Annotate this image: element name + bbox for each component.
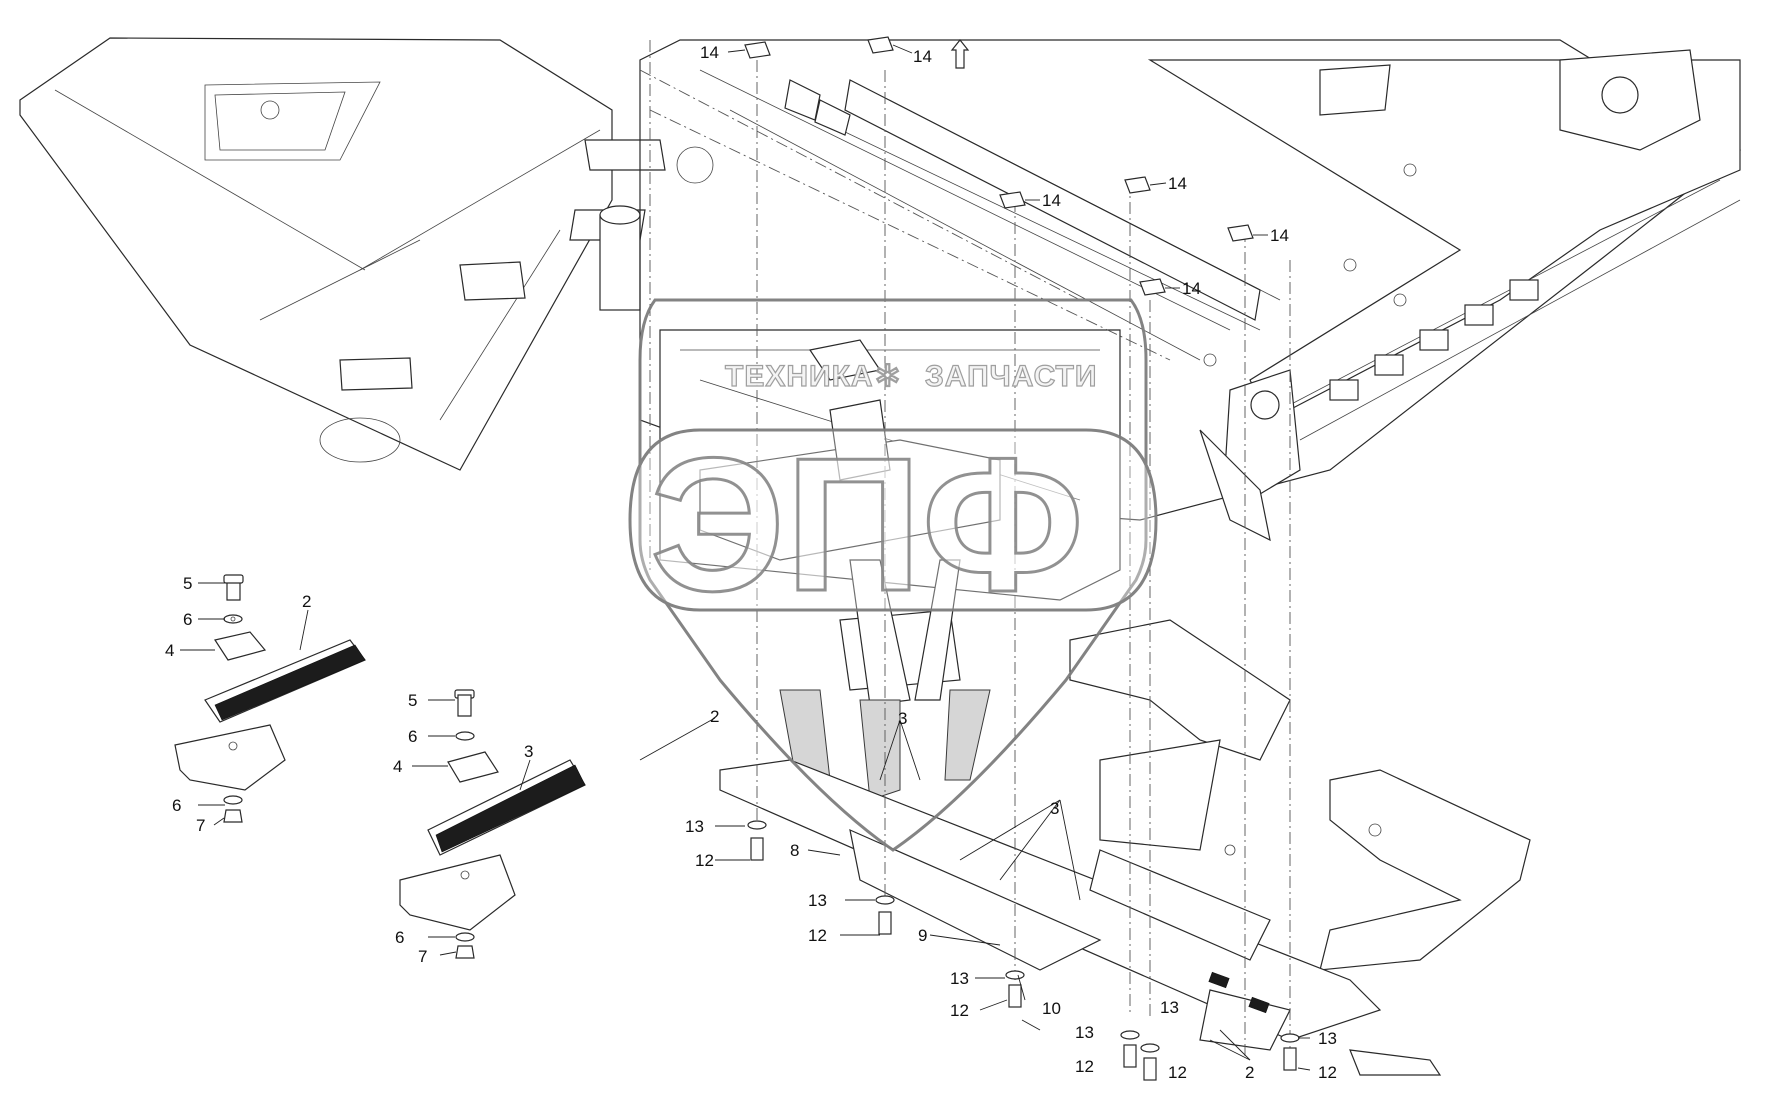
callout-3: 3 [524, 742, 533, 761]
callout-6: 6 [408, 727, 417, 746]
callout-8: 8 [790, 841, 799, 860]
alignment-lines [639, 40, 1291, 1070]
floor-plates [719, 619, 1531, 1076]
callout-12: 12 [695, 851, 714, 870]
callout-13: 13 [950, 969, 969, 988]
washer-6-upper [223, 614, 243, 624]
callout-14: 14 [1042, 191, 1061, 210]
callout-12: 12 [808, 926, 827, 945]
callout-12: 12 [950, 1001, 969, 1020]
callout-4: 4 [393, 757, 402, 776]
callout-6: 6 [395, 928, 404, 947]
callout-5: 5 [408, 691, 417, 710]
callout-3: 3 [1050, 799, 1059, 818]
callout-10: 10 [1042, 999, 1061, 1018]
step-brush-upper-group [174, 574, 366, 823]
bracket-4-upper [214, 631, 267, 661]
callout-14: 14 [1168, 174, 1187, 193]
nut-7-upper [223, 809, 243, 823]
callout-12: 12 [1075, 1057, 1094, 1076]
callout-14: 14 [1270, 226, 1289, 245]
washer-6-bottom [455, 932, 475, 942]
callout-7: 7 [196, 816, 205, 835]
callout-13: 13 [1075, 1023, 1094, 1042]
leader-lines [180, 44, 1311, 1071]
callout-7: 7 [418, 947, 427, 966]
bolt-5-lower [457, 694, 472, 717]
lower-fasteners [747, 820, 1300, 1081]
top-fasteners [744, 36, 1254, 296]
callout-12: 12 [1168, 1063, 1187, 1082]
center-frame-assembly [659, 329, 1121, 801]
callout-13: 13 [685, 817, 704, 836]
callout-6: 6 [183, 610, 192, 629]
watermark-monogram: ЭПФ [650, 419, 1084, 631]
watermark: ТЕХНИКА ✲ ЗАПЧАСТИ ЭПФ [628, 298, 1158, 852]
callout-14: 14 [700, 43, 719, 62]
callout-13: 13 [808, 891, 827, 910]
watermark-line2: ЗАПЧАСТИ [925, 360, 1097, 393]
callout-4: 4 [165, 641, 174, 660]
watermark-gear-icon: ✲ [875, 360, 901, 393]
washer-6-lower [223, 795, 243, 805]
nut-7-lower [455, 945, 475, 959]
callout-labels: 14 14 14 14 14 14 5 6 4 2 6 7 5 6 4 3 6 … [165, 43, 1337, 1082]
callout-2: 2 [1245, 1063, 1254, 1082]
step-brush-lower-group [399, 689, 586, 959]
callout-14: 14 [1182, 279, 1201, 298]
callout-9: 9 [918, 926, 927, 945]
callout-6: 6 [172, 796, 181, 815]
main-frame [639, 39, 1742, 542]
watermark-line1: ТЕХНИКА [725, 360, 874, 393]
callout-3: 3 [898, 709, 907, 728]
washer-6-mid [455, 731, 475, 741]
callout-2: 2 [302, 592, 311, 611]
callout-12: 12 [1318, 1063, 1337, 1082]
callout-13: 13 [1318, 1029, 1337, 1048]
callout-14: 14 [913, 47, 932, 66]
callout-2: 2 [710, 707, 719, 726]
callout-13: 13 [1160, 998, 1179, 1017]
callout-5: 5 [183, 574, 192, 593]
body-panel-left [19, 37, 714, 471]
bracket-4-lower [447, 751, 499, 783]
